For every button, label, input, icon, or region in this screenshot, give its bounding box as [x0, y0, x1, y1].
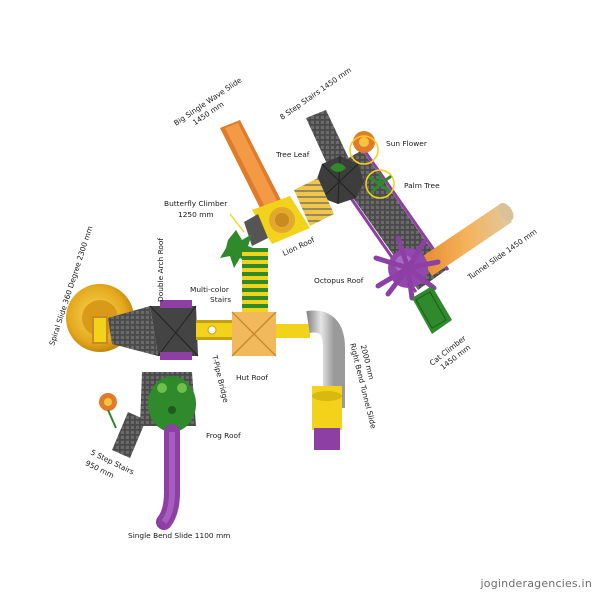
tunnel-slide — [420, 203, 514, 276]
label-right-bend-slide: Right Bend Tunnel Slide 2000 mm — [348, 342, 378, 430]
cat-climber — [412, 286, 452, 334]
double-arch-roof-label: Double Arch Roof — [156, 238, 165, 302]
tpipe-bridge — [196, 320, 236, 340]
frog-roof — [140, 372, 196, 432]
multicolor-stairs-label: Multi-color — [190, 285, 230, 294]
lion-roof — [244, 196, 310, 246]
big-wave-slide-label: Big Single Wave Slide — [172, 75, 244, 127]
label-cat-climber: Cat Climber 1450 mm — [428, 333, 472, 372]
single-bend-slide-label: Single Bend Slide 1100 mm — [128, 531, 230, 540]
palm-tree-label: Palm Tree — [404, 181, 440, 190]
double-arch-roof — [108, 300, 199, 360]
tree-leaf-label: Tree Leaf — [275, 150, 310, 159]
single-bend-slide — [156, 424, 180, 530]
octopus-roof — [373, 235, 441, 301]
big-wave-slide — [220, 120, 282, 212]
hut-roof-label: Hut Roof — [236, 373, 268, 382]
right-bend-tunnel-slide — [306, 310, 345, 450]
sun-flower-icon — [349, 131, 379, 165]
hut-roof — [231, 311, 310, 357]
sun-flower-label: Sun Flower — [386, 139, 428, 148]
step8-stairs-label: 8 Step Stairs 1450 mm — [278, 65, 353, 121]
butterfly-climber — [220, 213, 258, 268]
lion-roof-label: Lion Roof — [281, 235, 316, 258]
tpipe-bridge-label: T-Pipe Bridge — [210, 353, 231, 404]
step5-stairs — [112, 412, 146, 458]
lion-bridge — [294, 178, 334, 226]
watermark: joginderagencies.in — [480, 577, 592, 590]
butterfly-climber-size-label: 1250 mm — [178, 210, 214, 219]
multicolor-stairs — [242, 248, 268, 312]
octopus-roof-label: Octopus Roof — [314, 276, 364, 285]
multicolor-stairs-label-2: Stairs — [210, 295, 231, 304]
butterfly-climber-label: Butterfly Climber — [164, 199, 228, 208]
tree-leaf-icon — [330, 163, 346, 172]
flower-icon — [99, 393, 117, 429]
frog-roof-label: Frog Roof — [206, 431, 241, 440]
palm-tree-icon — [365, 169, 395, 199]
